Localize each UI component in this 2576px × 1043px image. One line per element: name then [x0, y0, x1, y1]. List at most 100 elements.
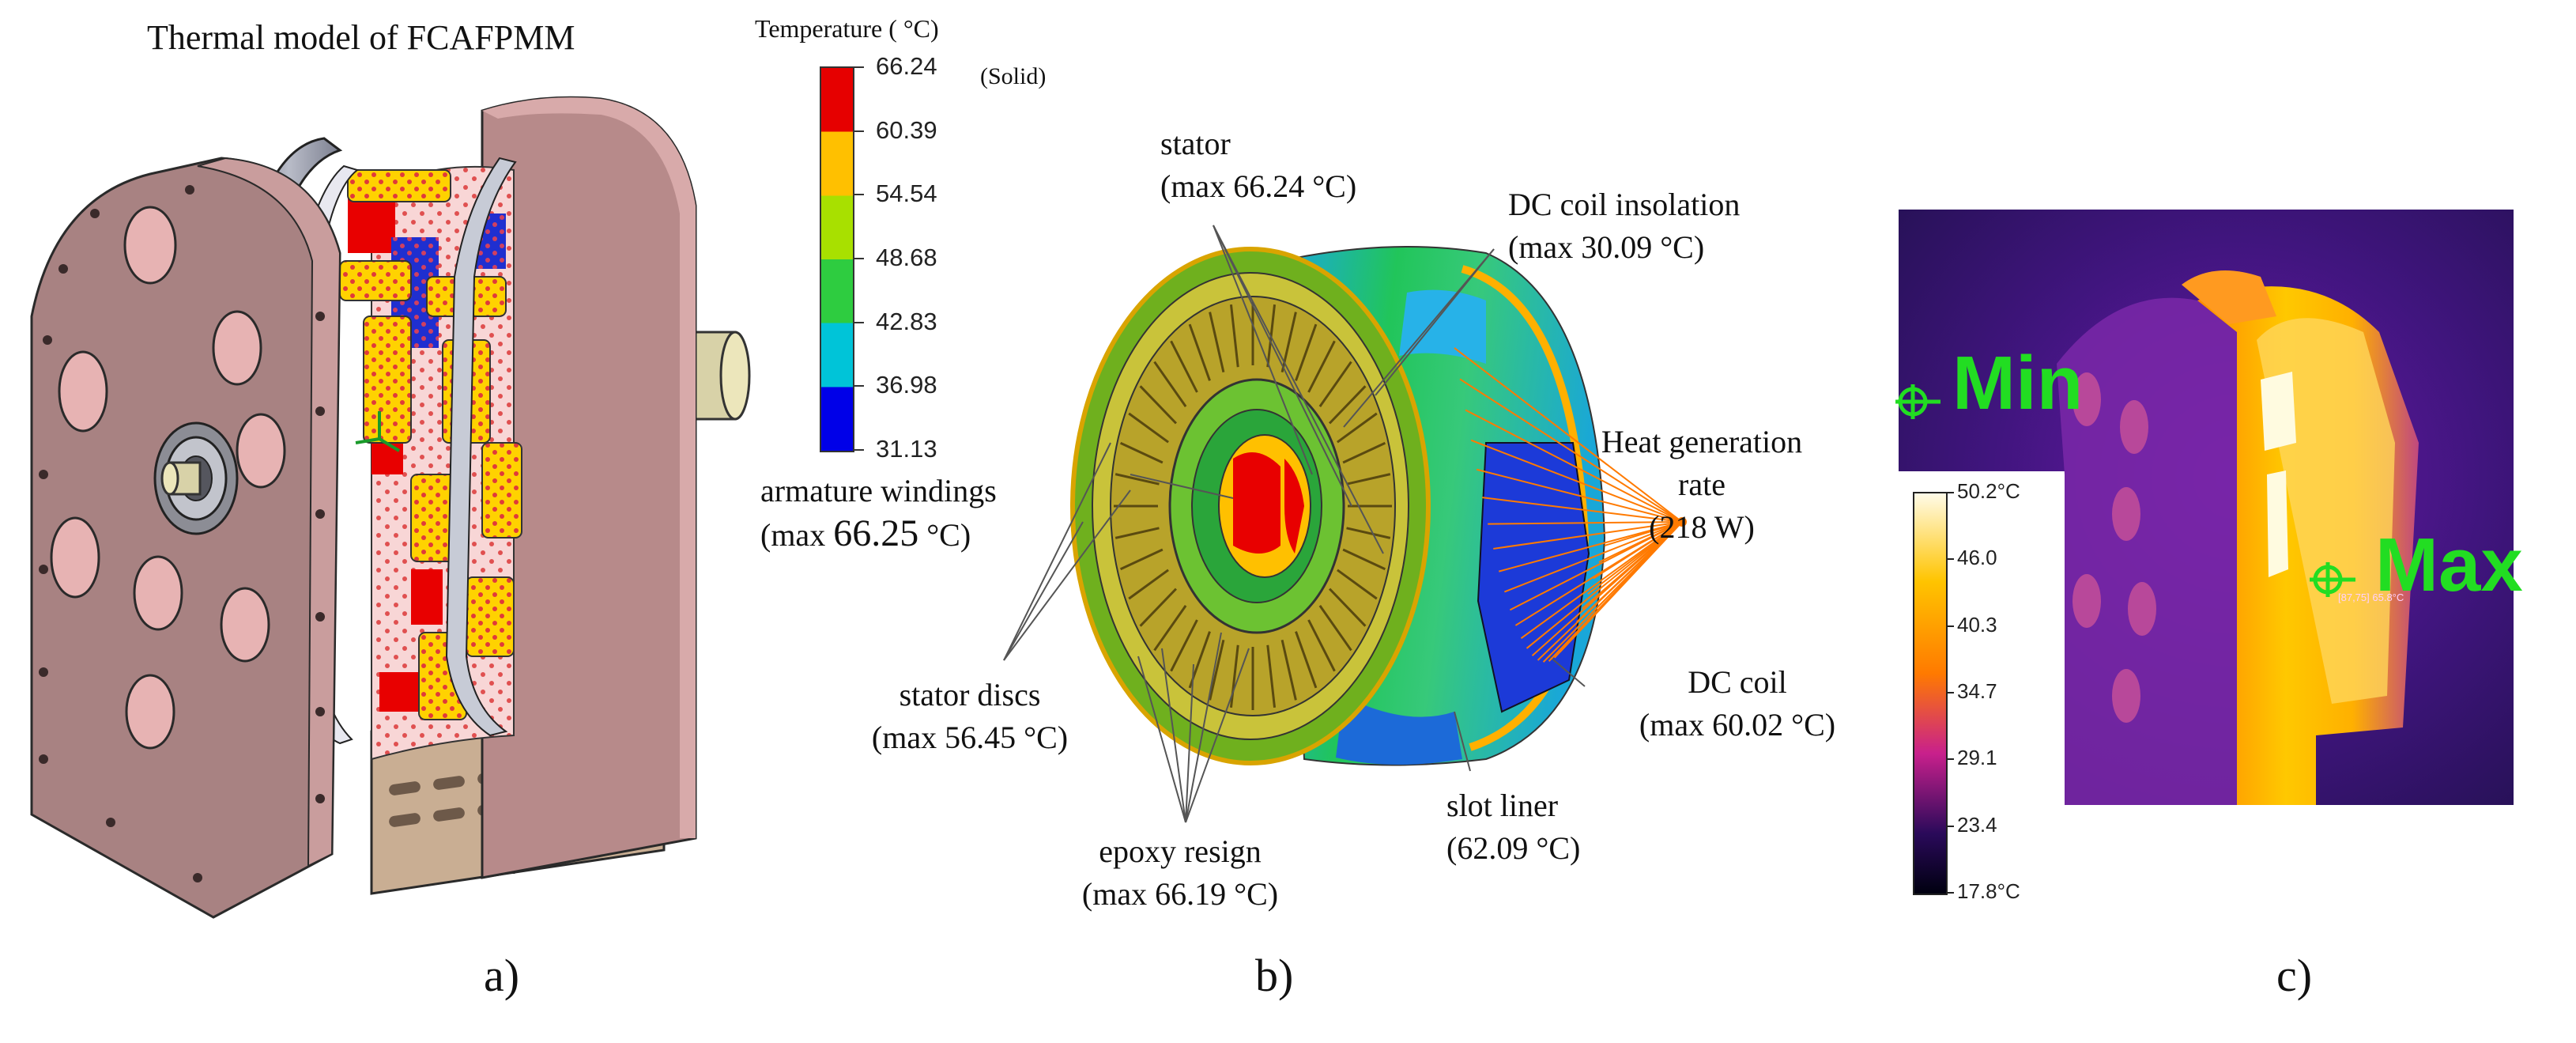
temperature-legend-bar: [820, 66, 854, 452]
label-epoxy-resign: epoxy resign (max 66.19 °C): [1081, 833, 1279, 912]
heat-flux-line: [1482, 497, 1683, 523]
legend-mode: (Solid): [980, 63, 1047, 89]
stator-slot: [1266, 644, 1277, 708]
legend-tick-label: 36.98: [876, 371, 937, 399]
min-label: Min: [1952, 341, 2084, 425]
stator-slot: [1318, 361, 1352, 407]
stator-slot: [1318, 605, 1352, 652]
heat-flux-line: [1587, 521, 1683, 595]
legend-tick-label: 66.24: [876, 52, 937, 80]
legend-tick-label: 54.54: [876, 180, 937, 208]
heat-flux-line: [1459, 378, 1683, 523]
stator-slot: [1128, 412, 1169, 444]
heat-flux-line: [1576, 521, 1683, 623]
stator-slot: [1229, 644, 1239, 708]
stator-slot: [1229, 304, 1239, 368]
legend-tick-mark: [853, 449, 864, 451]
heat-flux-line: [1503, 521, 1683, 593]
stator-slot: [1119, 548, 1164, 571]
ir-temperature-scale-bar: [1913, 492, 1948, 895]
heat-flux-line: [1582, 521, 1683, 610]
heat-flux-line: [1499, 521, 1683, 573]
stator-slot: [1307, 340, 1336, 393]
label-slot-liner: slot liner (62.09 °C): [1446, 788, 1581, 866]
heat-flux-line: [1593, 521, 1683, 580]
legend-tick-mark: [853, 258, 864, 259]
stator-slot: [1337, 412, 1378, 444]
stator-slot: [1346, 527, 1391, 539]
stator-slot: [1342, 441, 1386, 464]
stator-slot: [1188, 323, 1211, 381]
ir-tick-label: 23.4: [1957, 812, 1997, 837]
heat-flux-line: [1454, 347, 1683, 523]
stator-slot: [1115, 473, 1160, 486]
panel-b-caption: b): [1255, 950, 1294, 1001]
legend-tick-mark: [853, 385, 864, 387]
legend-tick-mark: [853, 321, 864, 323]
stator-slot: [1337, 569, 1378, 600]
stator-slot: [1153, 361, 1187, 407]
ir-tick-mark: [1946, 758, 1954, 761]
ir-tick-label: 34.7: [1957, 679, 1997, 703]
max-crosshair-icon: [2310, 562, 2355, 597]
legend-tick-mark: [853, 130, 864, 132]
legend-tick-label: 48.68: [876, 244, 937, 271]
heat-flux-line: [1465, 409, 1683, 523]
min-crosshair-icon: [1895, 384, 1940, 419]
ir-tick-mark: [1946, 558, 1954, 561]
stator-slot: [1329, 385, 1367, 425]
stator-slot: [1115, 527, 1160, 539]
heat-flux-line: [1526, 521, 1683, 649]
ir-tick-label: 17.8°C: [1957, 879, 2020, 903]
stator-slot: [1153, 605, 1187, 652]
stator-slot: [1139, 588, 1177, 627]
label-heat-generation: Heat generation rate (218 W): [1601, 424, 1803, 545]
stator-slot: [1307, 619, 1336, 672]
stator-slot: [1209, 312, 1225, 373]
ir-tick-label: 40.3: [1957, 612, 1997, 637]
stator-slot: [1209, 639, 1225, 701]
heat-flux-line: [1493, 521, 1683, 550]
ir-tick-label: 50.2°C: [1957, 479, 2020, 503]
max-readout: [87,75] 65.8°C: [2338, 591, 2404, 603]
legend-tick-label: 60.39: [876, 115, 937, 144]
heat-flux-line: [1598, 521, 1683, 563]
heat-flux-line: [1470, 439, 1683, 523]
heat-flux-line: [1476, 468, 1683, 523]
legend-tick-mark: [853, 66, 864, 68]
panel-a-title: Thermal model of FCAFPMM: [147, 18, 575, 57]
ir-tick-mark: [1946, 825, 1954, 827]
ir-tick-mark: [1946, 692, 1954, 693]
stator-slot: [1329, 588, 1367, 627]
stator-slot: [1128, 569, 1169, 600]
legend-tick-mark: [853, 194, 864, 196]
ir-tick-mark: [1946, 492, 1954, 493]
label-dc-coil: DC coil (max 60.02 °C): [1639, 664, 1836, 743]
heat-flux-line: [1520, 521, 1683, 639]
ir-tick-mark: [1946, 892, 1954, 894]
legend-title: Temperature ( °C): [755, 14, 939, 43]
ir-tick-label: 46.0: [1957, 546, 1997, 570]
ir-tick-mark: [1946, 625, 1954, 627]
heat-flux-line: [1571, 521, 1683, 635]
label-armature-windings: armature windings (max 66.25 °C): [760, 473, 997, 554]
stator-slot: [1346, 473, 1391, 486]
panel-a-caption: a): [484, 950, 520, 1001]
legend-tick-label: 42.83: [876, 307, 937, 335]
stator-slot: [1280, 639, 1297, 701]
legend-tick-label: 31.13: [876, 435, 937, 463]
panel-c-caption: c): [2276, 950, 2313, 1001]
max-label: Max: [2375, 523, 2523, 607]
left-end-plate: [30, 157, 401, 919]
ir-tick-label: 29.1: [1957, 746, 1997, 770]
stator-slot: [1119, 441, 1164, 464]
heat-flux-line: [1488, 521, 1683, 525]
label-stator: stator (max 66.24 °C): [1160, 126, 1357, 204]
stator-slot: [1139, 385, 1177, 425]
right-end-plate: [481, 96, 697, 879]
stator-slot: [1295, 323, 1318, 381]
label-dc-coil-insulation: DC coil insolation (max 30.09 °C): [1508, 187, 1741, 265]
